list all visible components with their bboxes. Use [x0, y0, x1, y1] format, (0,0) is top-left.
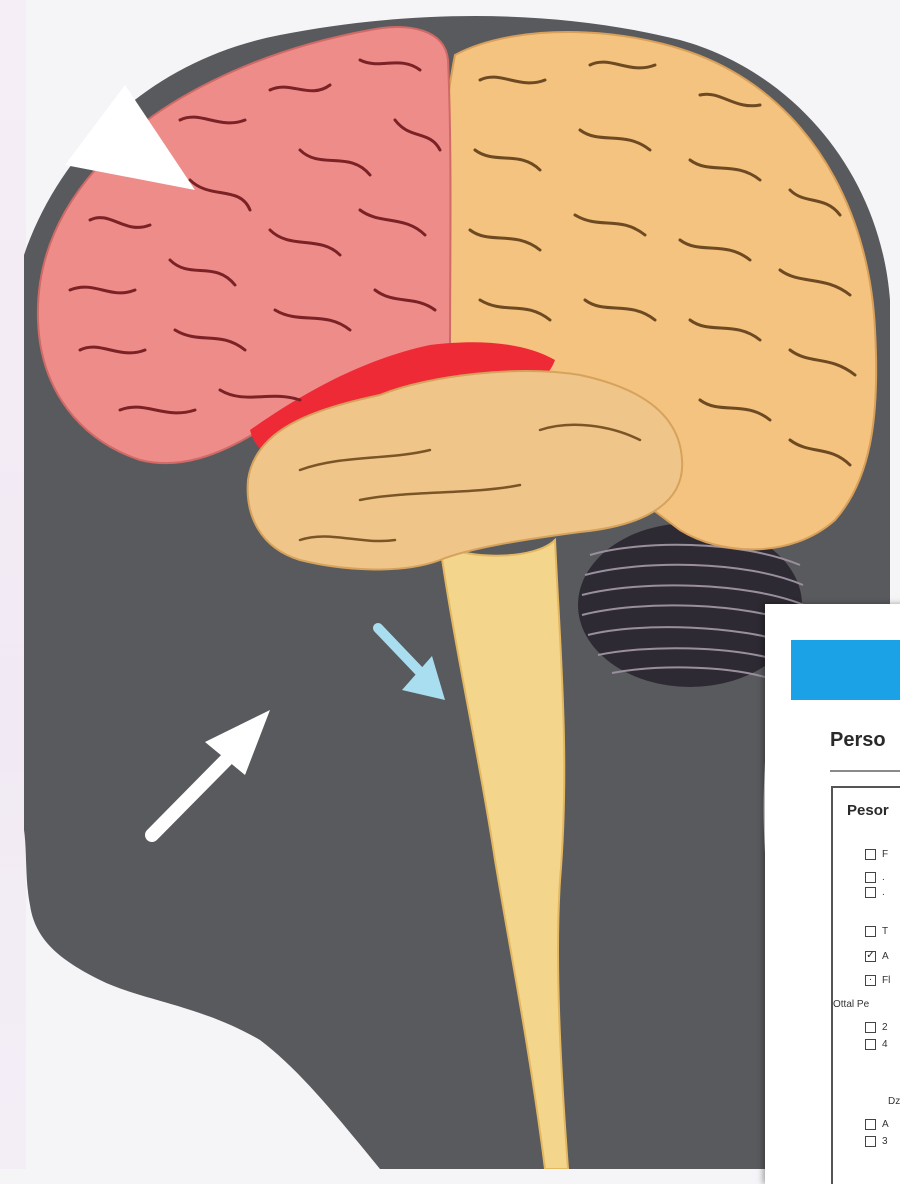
checkbox[interactable] — [865, 872, 876, 883]
checklist-row-label: . — [882, 872, 885, 883]
checklist-row[interactable]: A — [865, 1119, 889, 1130]
checkbox[interactable] — [865, 1039, 876, 1050]
checkbox-partial[interactable]: · — [865, 975, 876, 986]
panel-title: Perso — [830, 729, 886, 752]
section-heading: Pesor — [847, 802, 889, 819]
checklist-row[interactable]: · Fl — [865, 975, 890, 986]
checklist-row-label: 3 — [882, 1136, 888, 1147]
checkbox-checked[interactable]: ✓ — [865, 951, 876, 962]
checklist-row[interactable]: . — [865, 887, 885, 898]
checklist-row[interactable]: 2 — [865, 1022, 888, 1033]
checkbox[interactable] — [865, 887, 876, 898]
checklist-row-label: A — [882, 951, 889, 962]
checklist-row[interactable]: F — [865, 849, 888, 860]
checklist-row[interactable]: T — [865, 926, 888, 937]
checkbox[interactable] — [865, 1136, 876, 1147]
panel-title-divider — [830, 770, 900, 772]
group-subheading: Ottal Pe — [833, 999, 869, 1010]
checklist-panel: Perso Pesor F . . T ✓ A · Fl Ottal Pe 2 … — [765, 604, 900, 1184]
checklist-row-label: T — [882, 926, 888, 937]
checklist-row[interactable]: . — [865, 872, 885, 883]
checklist-row-label: A — [882, 1119, 889, 1130]
panel-header-bar — [791, 640, 900, 700]
group-subheading-2: Dz — [888, 1096, 900, 1107]
checklist-row-label: . — [882, 887, 885, 898]
checklist-row[interactable]: 3 — [865, 1136, 888, 1147]
checkbox[interactable] — [865, 926, 876, 937]
checklist-row-label: F — [882, 849, 888, 860]
checklist-row-label: 2 — [882, 1022, 888, 1033]
checklist-row-label: 4 — [882, 1039, 888, 1050]
checkbox[interactable] — [865, 849, 876, 860]
checkbox[interactable] — [865, 1119, 876, 1130]
checklist-row[interactable]: 4 — [865, 1039, 888, 1050]
checklist-row-label: Fl — [882, 975, 890, 986]
checklist-row[interactable]: ✓ A — [865, 951, 889, 962]
checkbox[interactable] — [865, 1022, 876, 1033]
